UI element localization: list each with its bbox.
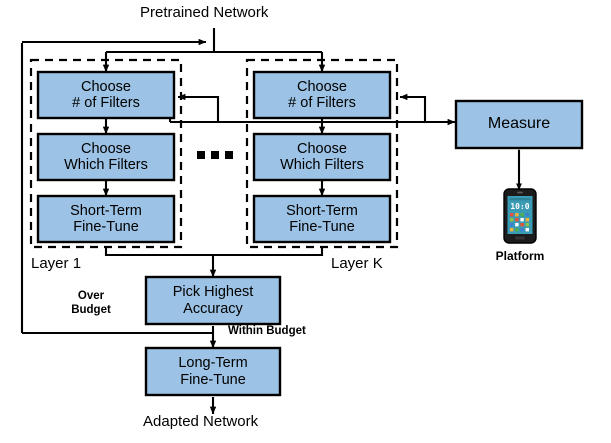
label-layer-1: Layer 1: [31, 255, 82, 272]
edge-feedback-layerk: [399, 93, 427, 122]
box-layerk-short-term: [252, 194, 392, 244]
box-layer1-choose-num: [36, 70, 176, 120]
box-layer1-short-term: [36, 194, 176, 244]
edge-feedback-layer1: [177, 93, 220, 122]
title-pretrained-network: Pretrained Network: [140, 4, 269, 21]
box-pick-highest: [144, 275, 282, 326]
box-measure: [454, 99, 584, 150]
ellipsis-dots: [197, 151, 233, 159]
label-layer-k: Layer K: [331, 255, 383, 272]
label-platform: Platform: [495, 249, 545, 263]
box-layerk-choose-num: [252, 70, 392, 120]
box-layer1-choose-which: [36, 132, 176, 182]
edge-layers-merge: [104, 247, 324, 257]
box-layerk-choose-which: [252, 132, 392, 182]
label-over-budget: Over Budget: [71, 290, 111, 316]
box-long-term: [144, 346, 282, 397]
title-adapted-network: Adapted Network: [143, 413, 259, 430]
svg-text:10:0: 10:0: [510, 202, 529, 211]
platform-phone-icon: 10:0: [503, 188, 537, 244]
label-within-budget: Within Budget: [228, 325, 306, 337]
